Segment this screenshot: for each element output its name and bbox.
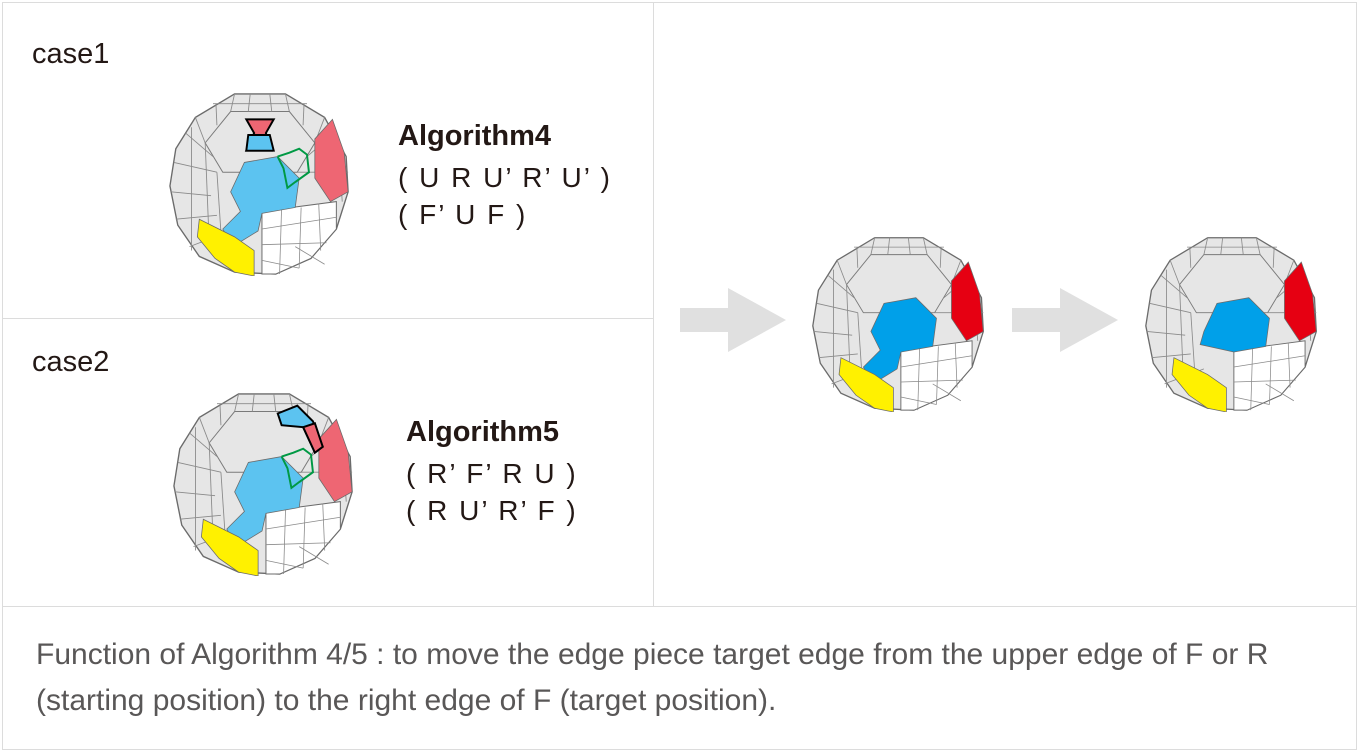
algorithm5-block: Algorithm5 ( R’ F’ R U ) ( R U’ R’ F ) (406, 416, 578, 529)
megaminx-solved-icon (1145, 237, 1317, 412)
divider-cases (2, 318, 653, 319)
algorithm5-moves-line1: ( R’ F’ R U ) (406, 458, 578, 489)
caption-text: Function of Algorithm 4/5 : to move the … (36, 638, 1269, 717)
right-arrow-icon (1012, 288, 1118, 352)
algorithm5-moves-line2: ( R U’ R’ F ) (406, 495, 578, 526)
algorithm4-block: Algorithm4 ( U R U’ R’ U’ ) ( F’ U F ) (398, 120, 612, 233)
right-arrow-icon (680, 288, 786, 352)
divider-caption (2, 606, 1357, 607)
algorithm4-moves-line2: ( F’ U F ) (398, 199, 528, 230)
algorithm4-title: Algorithm4 (398, 120, 552, 152)
megaminx-case2-icon (173, 393, 353, 576)
algorithm5-title: Algorithm5 (406, 416, 560, 448)
case1-label: case1 (32, 38, 110, 70)
case2-label: case2 (32, 346, 110, 378)
megaminx-case1-icon (169, 93, 349, 276)
megaminx-intermediate-icon (812, 237, 984, 412)
divider-vertical (653, 2, 654, 606)
algorithm4-moves-line1: ( U R U’ R’ U’ ) (398, 162, 612, 193)
